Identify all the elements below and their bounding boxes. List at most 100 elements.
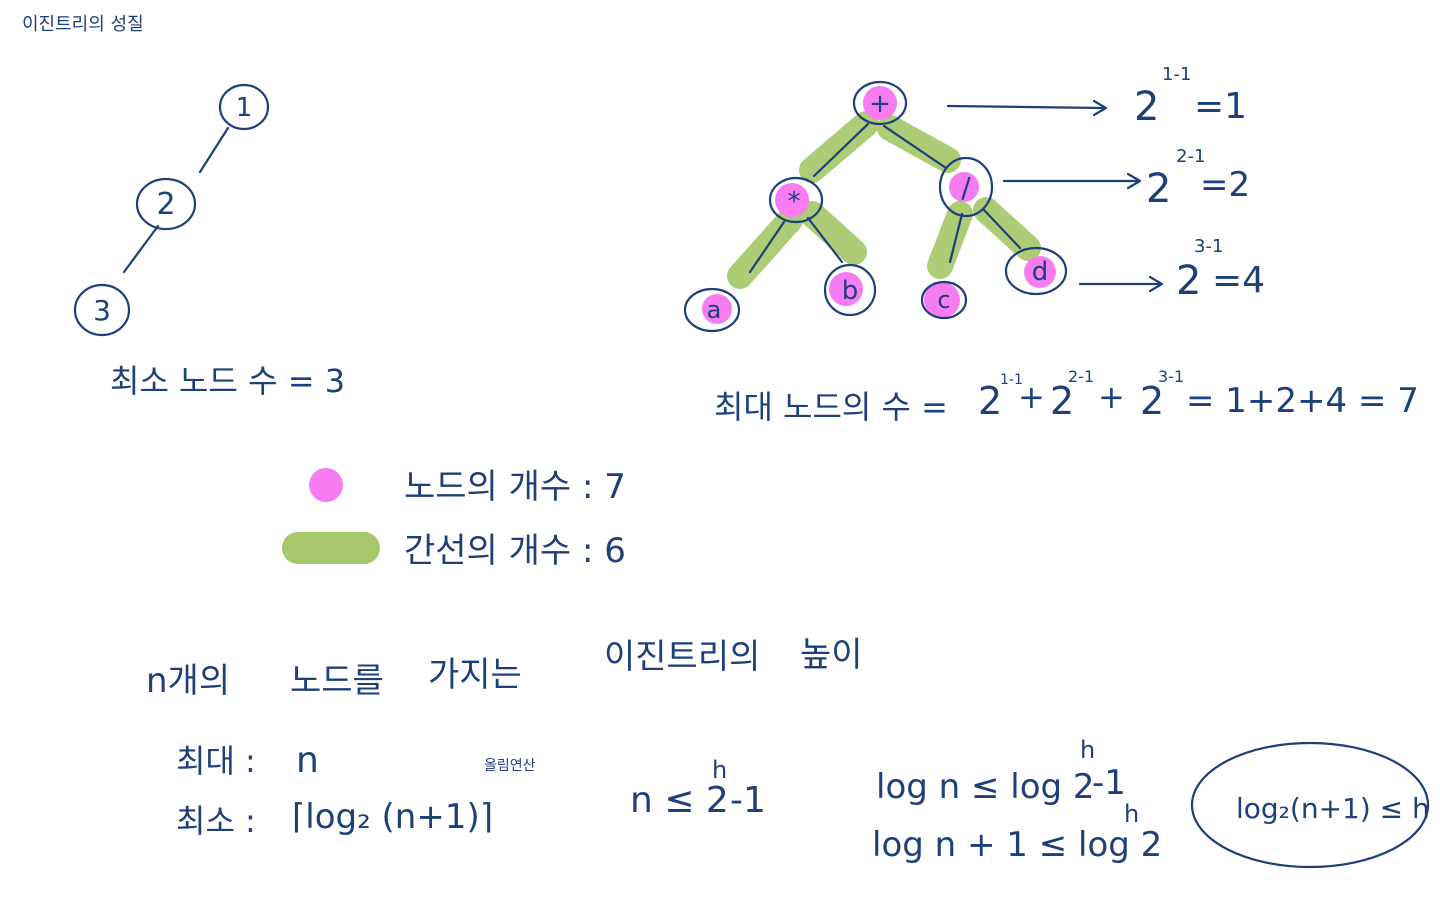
max-tree-node-d [1004, 246, 1068, 296]
height-max-value: n [296, 740, 319, 781]
node-highlight-d [1024, 256, 1056, 288]
height-heading-part-5: 높이 [800, 635, 863, 675]
ineq1-left: n ≤ 2 [630, 780, 729, 821]
height-heading-part-1: n개의 [146, 661, 230, 701]
max-tree-node-root [852, 80, 908, 126]
level-arrows [946, 99, 1164, 293]
node-highlight-left [775, 183, 809, 217]
max-tree-node-b-label: b [842, 276, 859, 306]
min-tree-node-1 [218, 83, 270, 131]
edge-highlight-root-right [877, 115, 961, 173]
edge-highlight-left-b [799, 201, 867, 265]
level-arrow-1-head [1092, 99, 1108, 117]
max-tree-edge-left-b [806, 216, 844, 264]
max-tree-node-a-label: a [707, 296, 722, 324]
max-tree-node-right [938, 156, 994, 218]
result-circle [1190, 741, 1430, 869]
ineq2-line1: log n ≤ log 2 [876, 767, 1095, 807]
inequality-2: log n ≤ log 2 h -1 log n + 1 ≤ log 2 h [872, 736, 1162, 865]
max-caption-prefix: 최대 노드의 수 = [714, 388, 948, 426]
max-caption-term-2-exp: 2-1 [1068, 367, 1094, 386]
max-tree-edge-root-left [812, 122, 870, 178]
height-min-note: 올림연산 [484, 758, 536, 774]
ineq2-line1-exp: h [1080, 736, 1095, 764]
max-caption-suffix: = 1+2+4 = 7 [1186, 381, 1419, 421]
height-heading-part-3: 가지는 [428, 655, 522, 695]
node-highlight-b [829, 272, 863, 306]
inequality-1: n ≤ 2 h -1 [630, 756, 766, 821]
page-title: 이진트리의 성질 [22, 14, 144, 35]
min-tree-caption: 최소 노드 수 = 3 [110, 362, 345, 400]
max-tree-node-right-label: / [961, 171, 971, 204]
level-3-result: =4 [1212, 260, 1265, 301]
ineq2-line2-exp: h [1124, 800, 1139, 828]
node-highlight-a [702, 294, 732, 324]
min-tree-node-2 [135, 177, 197, 231]
max-tree-edge-right-c [948, 212, 964, 264]
min-tree-node-3-label: 3 [93, 294, 111, 327]
max-caption-plus-2: + [1098, 378, 1125, 416]
min-tree: 1 2 3 [73, 83, 270, 337]
height-min-label: 최소 : [176, 802, 256, 840]
max-caption-term-3-exp: 3-1 [1158, 367, 1184, 386]
max-tree-node-root-label: + [869, 89, 891, 119]
ineq2-line1-tail: -1 [1092, 763, 1126, 803]
max-tree-node-c [920, 280, 968, 320]
max-tree: + * / a b c d [683, 80, 1068, 333]
max-tree-node-a [683, 287, 741, 333]
max-tree-node-b [823, 263, 877, 317]
ineq2-line2: log n + 1 ≤ log 2 [872, 825, 1162, 865]
legend: 노드의 개수 : 7 간선의 개수 : 6 [282, 467, 626, 571]
level-arrow-2-head [1126, 172, 1142, 190]
node-highlight-c [924, 282, 960, 318]
level-formulas: 2 1-1 =1 2 2-1 =2 2 3-1 =4 [1134, 64, 1265, 304]
legend-node-swatch [309, 468, 343, 502]
height-max-label: 최대 : [176, 742, 256, 780]
level-1-result: =1 [1194, 86, 1247, 127]
max-tree-node-c-label: c [937, 286, 950, 314]
result-expression: log₂(n+1) ≤ h [1236, 792, 1430, 825]
height-heading: n개의 노드를 가지는 이진트리의 높이 [146, 635, 863, 701]
level-3-exp: 3-1 [1194, 236, 1223, 257]
edge-highlight-right-c [927, 201, 973, 279]
ineq1-right: -1 [730, 780, 766, 821]
max-tree-caption: 최대 노드의 수 = 2 1-1 + 2 2-1 + 2 3-1 = 1+2+4… [714, 367, 1419, 426]
height-min-value: ⌈log₂ (n+1)⌉ [292, 797, 493, 837]
max-caption-term-1-exp: 1-1 [1000, 372, 1023, 388]
height-bounds: 최대 : n 최소 : ⌈log₂ (n+1)⌉ 올림연산 [176, 740, 536, 840]
max-caption-term-3-base: 2 [1140, 379, 1164, 423]
node-highlights [702, 86, 1056, 324]
max-caption-term-2-base: 2 [1050, 379, 1074, 423]
level-3-base: 2 [1176, 258, 1201, 304]
legend-edge-swatch [282, 532, 380, 564]
level-arrow-3-head [1148, 275, 1164, 293]
max-tree-node-left-label: * [788, 187, 801, 217]
edge-highlight-root-left [799, 111, 879, 183]
max-caption-plus-1: + [1018, 378, 1045, 416]
min-tree-node-1-label: 1 [236, 93, 253, 123]
min-tree-node-3 [73, 283, 131, 337]
height-heading-part-2: 노드를 [290, 661, 384, 701]
max-tree-edge-right-d [982, 208, 1022, 250]
max-tree-node-left [768, 176, 824, 224]
result-circle-group: log₂(n+1) ≤ h [1190, 741, 1430, 869]
node-highlight-root [863, 86, 897, 120]
legend-edge-label: 간선의 개수 : 6 [404, 531, 626, 571]
max-tree-node-d-label: d [1032, 257, 1049, 287]
max-caption-term-1-base: 2 [978, 379, 1002, 423]
edge-highlight-right-d [973, 197, 1041, 261]
min-tree-node-2-label: 2 [156, 187, 175, 222]
level-1-exp: 1-1 [1162, 64, 1191, 85]
max-tree-edge-root-right [882, 124, 948, 170]
min-tree-edge-1-2 [198, 126, 230, 174]
min-tree-edge-2-3 [122, 224, 160, 274]
level-1-base: 2 [1134, 84, 1159, 130]
level-2-result: =2 [1200, 165, 1250, 205]
legend-node-label: 노드의 개수 : 7 [404, 467, 626, 507]
level-2-base: 2 [1146, 166, 1171, 212]
ineq1-exp: h [712, 756, 727, 784]
level-arrow-1 [946, 104, 1106, 110]
max-tree-edge-left-a [748, 220, 786, 274]
height-heading-part-4: 이진트리의 [604, 637, 760, 677]
node-highlight-right [949, 172, 979, 202]
